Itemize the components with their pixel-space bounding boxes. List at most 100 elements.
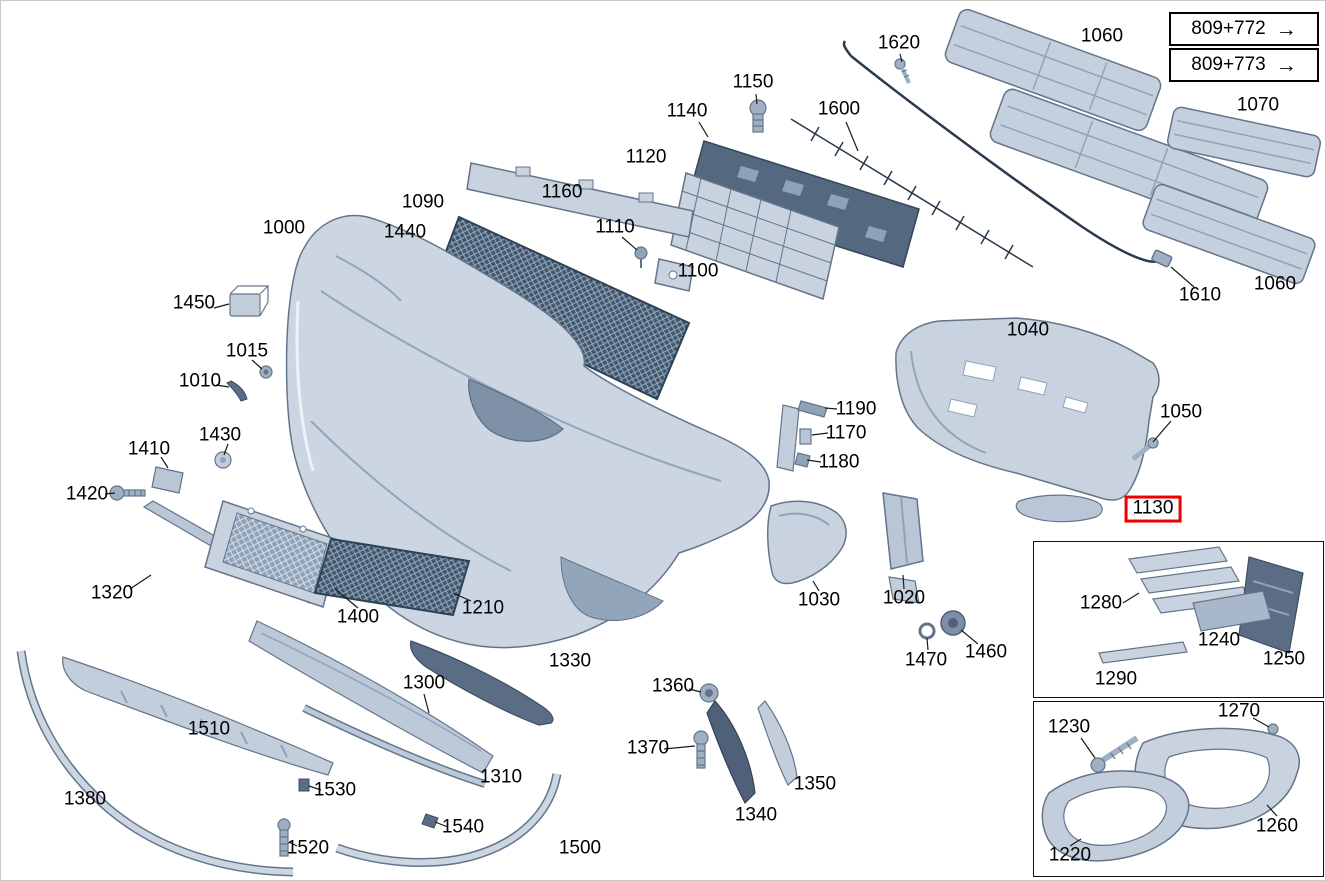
part-label-1370[interactable]: 1370 bbox=[626, 737, 670, 759]
part-1620-screw-shape bbox=[894, 58, 911, 84]
part-label-1600[interactable]: 1600 bbox=[817, 98, 861, 120]
part-1330-blade-shape bbox=[409, 640, 554, 726]
leader-lines bbox=[104, 53, 1278, 847]
part-1430-cap-shape bbox=[214, 451, 232, 469]
part-label-1510[interactable]: 1510 bbox=[187, 718, 231, 740]
part-label-1050[interactable]: 1050 bbox=[1159, 401, 1203, 423]
part-label-1100[interactable]: 1100 bbox=[677, 260, 719, 282]
part-1520-screw-shape bbox=[277, 818, 291, 857]
part-1230-screw-shape bbox=[1090, 735, 1139, 773]
part-1040-bracket-shape bbox=[895, 317, 1160, 501]
part-label-1330[interactable]: 1330 bbox=[548, 650, 592, 672]
part-label-1290[interactable]: 1290 bbox=[1094, 668, 1138, 690]
part-label-1030[interactable]: 1030 bbox=[797, 589, 841, 611]
part-label-1090[interactable]: 1090 bbox=[401, 191, 445, 213]
part-label-1040[interactable]: 1040 bbox=[1006, 319, 1050, 341]
part-label-1120[interactable]: 1120 bbox=[625, 146, 667, 168]
part-1110-shape bbox=[634, 246, 648, 268]
part-label-1230[interactable]: 1230 bbox=[1047, 716, 1091, 738]
part-label-1060-top[interactable]: 1060 bbox=[1080, 25, 1124, 47]
part-label-1110[interactable]: 1110 bbox=[595, 216, 635, 238]
part-label-1500[interactable]: 1500 bbox=[558, 837, 602, 859]
part-1060-upper-bar-shape bbox=[944, 8, 1316, 285]
part-1210-grille-mesh-shape bbox=[313, 537, 471, 617]
ref-link-label: 809+773 bbox=[1191, 54, 1266, 75]
part-label-1610[interactable]: 1610 bbox=[1178, 284, 1222, 306]
part-label-1000[interactable]: 1000 bbox=[262, 217, 306, 239]
part-label-1450[interactable]: 1450 bbox=[172, 292, 216, 314]
part-label-1460[interactable]: 1460 bbox=[964, 641, 1008, 663]
part-1240-slat-shape bbox=[1192, 590, 1272, 632]
part-label-1320[interactable]: 1320 bbox=[90, 582, 134, 604]
part-label-1300[interactable]: 1300 bbox=[402, 672, 446, 694]
part-label-1180[interactable]: 1180 bbox=[818, 451, 860, 473]
part-label-1015[interactable]: 1015 bbox=[225, 340, 269, 362]
inset-box-louvres bbox=[1033, 541, 1324, 698]
part-label-1210[interactable]: 1210 bbox=[461, 597, 505, 619]
part-label-1430[interactable]: 1430 bbox=[198, 424, 242, 446]
arrow-right-icon: → bbox=[1275, 53, 1297, 77]
part-label-1520[interactable]: 1520 bbox=[286, 837, 330, 859]
part-label-1260[interactable]: 1260 bbox=[1255, 815, 1299, 837]
part-1100-shape bbox=[654, 258, 694, 292]
part-1015-nut-shape bbox=[259, 365, 273, 379]
part-1310-strip-shape bbox=[302, 704, 487, 788]
part-1020-fin-shape bbox=[882, 492, 924, 604]
part-1340-duct-shape bbox=[706, 700, 756, 805]
part-label-1010[interactable]: 1010 bbox=[178, 370, 222, 392]
part-1610-connector-shape bbox=[1151, 249, 1173, 268]
part-label-1270[interactable]: 1270 bbox=[1217, 700, 1261, 722]
part-label-1190[interactable]: 1190 bbox=[835, 398, 877, 420]
part-1000-bumper-cover-shape bbox=[285, 214, 770, 649]
arrow-right-icon: → bbox=[1275, 17, 1297, 41]
part-label-1140[interactable]: 1140 bbox=[666, 100, 708, 122]
part-1290-slat-shape bbox=[1098, 641, 1188, 664]
part-1460-sensor-shape bbox=[940, 610, 966, 636]
part-label-1470[interactable]: 1470 bbox=[904, 649, 948, 671]
part-1370-bolt-shape bbox=[693, 730, 709, 769]
part-1050-rivet-shape bbox=[1131, 437, 1159, 461]
part-label-1410[interactable]: 1410 bbox=[127, 438, 171, 460]
part-label-1070[interactable]: 1070 bbox=[1236, 94, 1280, 116]
inset-box-fog-grille bbox=[1033, 701, 1324, 877]
part-label-1540[interactable]: 1540 bbox=[441, 816, 485, 838]
part-label-1310[interactable]: 1310 bbox=[479, 766, 523, 788]
ref-link-label: 809+772 bbox=[1191, 18, 1266, 39]
part-label-1220[interactable]: 1220 bbox=[1048, 844, 1092, 866]
part-label-1160[interactable]: 1160 bbox=[541, 181, 583, 203]
part-1130-bracket-shape bbox=[1015, 494, 1103, 523]
ref-link-809-772[interactable]: 809+772 → bbox=[1169, 12, 1319, 46]
part-1420-screw-shape bbox=[109, 485, 146, 501]
part-label-1530[interactable]: 1530 bbox=[313, 779, 357, 801]
part-label-1170[interactable]: 1170 bbox=[825, 422, 867, 444]
part-1030-scoop-shape bbox=[766, 500, 847, 585]
part-1150-screw-shape bbox=[749, 99, 767, 133]
part-1530-clip-shape bbox=[298, 778, 310, 792]
ref-link-809-773[interactable]: 809+773 → bbox=[1169, 48, 1319, 82]
part-1410-bracket-shape bbox=[151, 466, 184, 494]
part-label-1020[interactable]: 1020 bbox=[882, 587, 926, 609]
part-label-1420[interactable]: 1420 bbox=[65, 483, 109, 505]
part-1500-trim-shape bbox=[335, 773, 562, 867]
part-1450-module-shape bbox=[229, 285, 270, 317]
part-1010-clip-shape bbox=[226, 380, 248, 402]
part-label-1240[interactable]: 1240 bbox=[1197, 629, 1241, 651]
part-1160-shape bbox=[466, 162, 694, 238]
part-label-1060-right[interactable]: 1060 bbox=[1253, 273, 1297, 295]
part-label-1440[interactable]: 1440 bbox=[383, 221, 427, 243]
part-label-1400[interactable]: 1400 bbox=[336, 606, 380, 628]
part-label-1620[interactable]: 1620 bbox=[877, 32, 921, 54]
part-label-1380[interactable]: 1380 bbox=[63, 788, 107, 810]
part-1300-strip-shape bbox=[248, 620, 494, 774]
part-label-1250[interactable]: 1250 bbox=[1262, 648, 1306, 670]
part-label-1130[interactable]: 1130 bbox=[1124, 495, 1182, 523]
part-label-1280[interactable]: 1280 bbox=[1079, 592, 1123, 614]
part-label-1350[interactable]: 1350 bbox=[793, 773, 837, 795]
part-label-1150[interactable]: 1150 bbox=[732, 71, 774, 93]
part-label-1340[interactable]: 1340 bbox=[734, 804, 778, 826]
part-1400-licence-bracket-shape bbox=[204, 500, 342, 608]
part-1220-frame-shape bbox=[1041, 770, 1190, 862]
part-label-1360[interactable]: 1360 bbox=[651, 675, 695, 697]
